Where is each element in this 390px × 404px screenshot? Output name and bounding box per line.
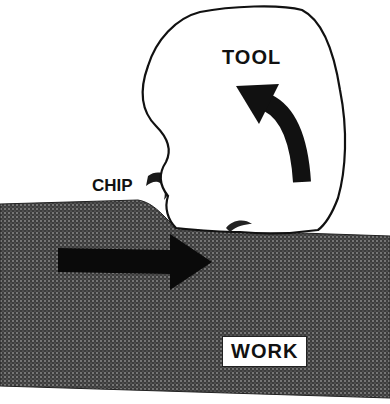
feed-arrow <box>58 234 212 290</box>
tool-shape: TOOL <box>128 2 350 242</box>
rotation-arrow <box>268 103 302 182</box>
work-body <box>0 200 390 398</box>
rotation-arrowhead <box>236 84 279 124</box>
tool-label: TOOL <box>222 46 281 69</box>
chip-fragment <box>226 221 252 232</box>
tool-shape-drawing <box>128 2 350 242</box>
tool-outline <box>143 6 345 233</box>
work-label: WORK <box>222 336 307 367</box>
chip-label: CHIP <box>92 176 133 196</box>
chip-shape <box>146 173 171 200</box>
